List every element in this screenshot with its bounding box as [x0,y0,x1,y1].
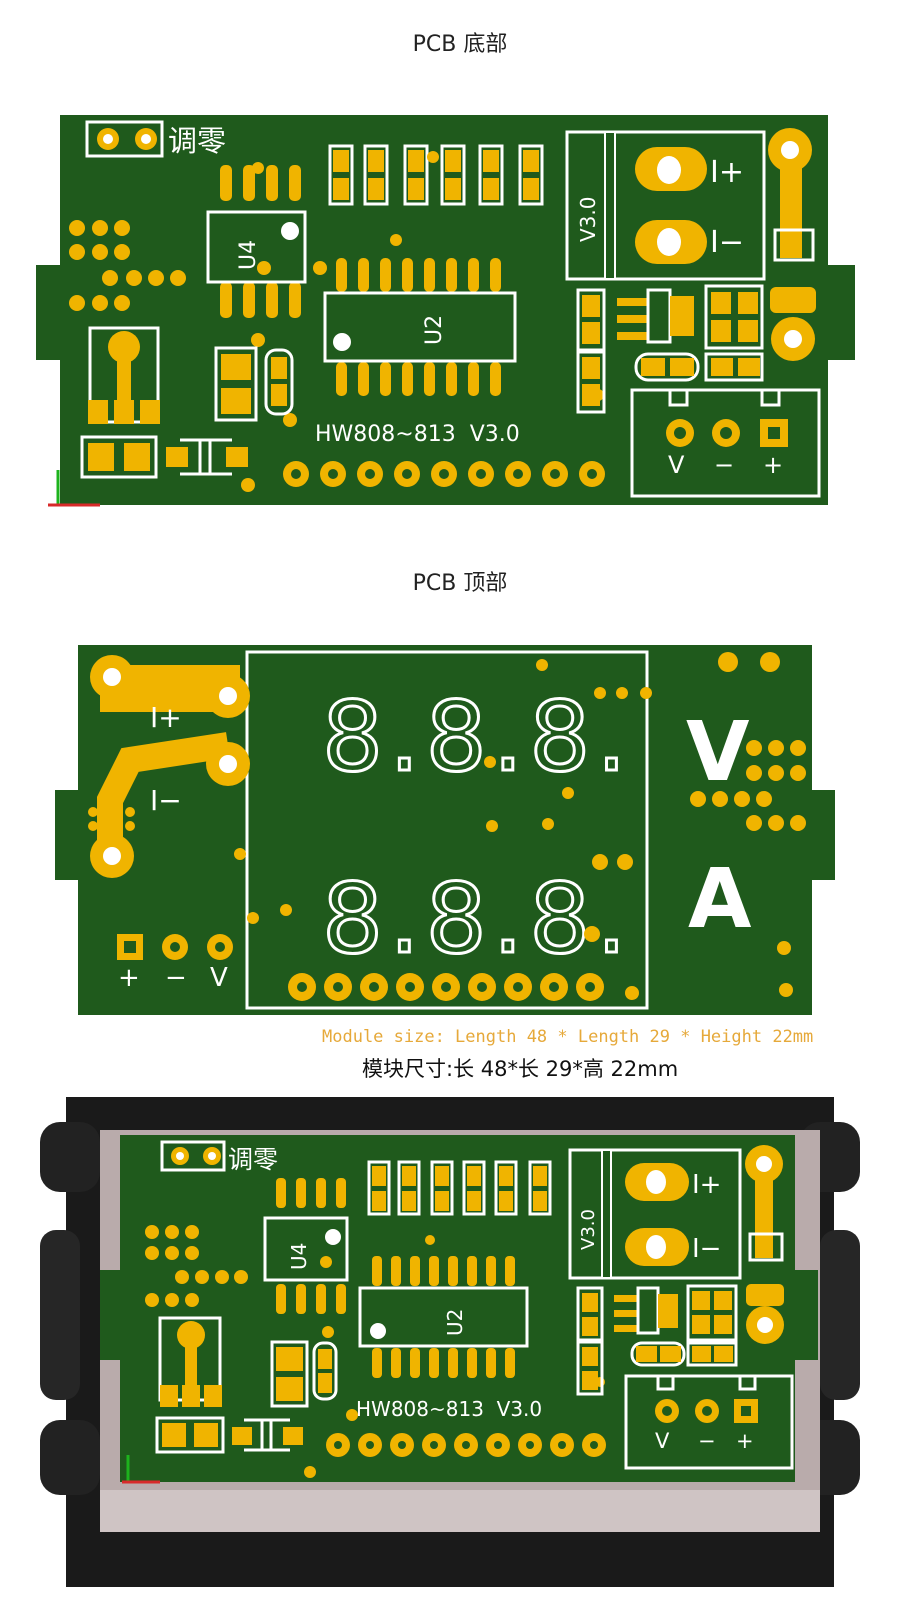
module-size-en: Module size: Length 48 * Length 29 * Hei… [322,1027,814,1047]
big-a: A [688,852,752,947]
top-minus: − [165,963,187,993]
photo-u2: U2 [443,1309,467,1336]
plus-label: + [763,451,783,479]
zero-label: 调零 [168,124,226,158]
top-i-plus: I+ [150,701,182,734]
top-title: PCB 顶部 [412,571,508,596]
photo-board-text: HW808~813 V3.0 [356,1397,542,1421]
minus-label: − [714,451,734,479]
i-plus-label: I+ [710,155,744,190]
digits-row-top: 8.8.8. [322,681,633,793]
u2-label: U2 [422,315,447,345]
photo-zero-label: 调零 [228,1145,278,1174]
module-size-cn: 模块尺寸:长 48*长 29*高 22mm [362,1057,679,1081]
photo-minus: − [698,1429,716,1453]
photo-plus: + [736,1429,754,1453]
board-text: HW808~813 V3.0 [315,422,520,447]
photo-u4: U4 [287,1243,311,1270]
top-plus: + [118,963,140,993]
version-box: V3.0 [576,197,600,243]
big-v: V [686,705,750,800]
bottom-title: PCB 底部 [412,32,508,57]
photo-i-plus: I+ [692,1170,721,1200]
photo-i-minus: I− [692,1234,721,1264]
i-minus-label: I− [710,225,744,260]
top-v: V [210,963,228,993]
digits-row-bottom: 8.8.8. [322,863,633,975]
photo-v: V [655,1429,670,1453]
top-i-minus: I− [150,784,182,817]
v-label: V [668,451,685,479]
photo-version-box: V3.0 [578,1209,599,1250]
u4-label: U4 [236,240,261,270]
